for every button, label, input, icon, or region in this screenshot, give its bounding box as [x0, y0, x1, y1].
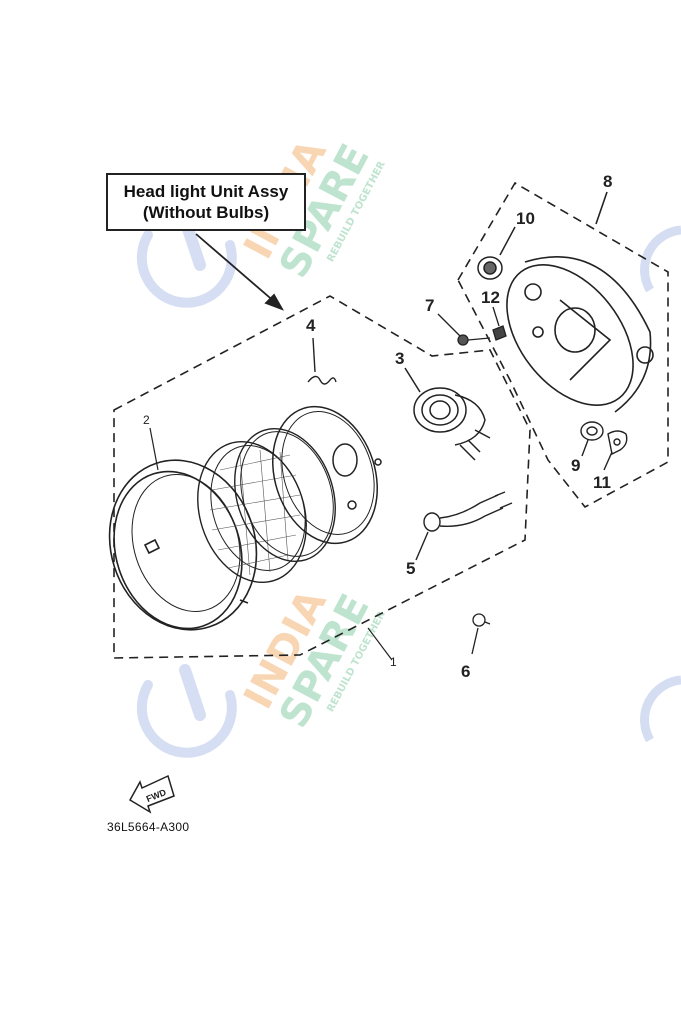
part-5-pilot-socket	[415, 491, 513, 561]
part-number-10: 10	[516, 209, 535, 228]
part-9-cushion	[580, 421, 604, 457]
part-7-bolt	[437, 313, 491, 346]
part-10-grommet	[477, 226, 516, 280]
assembly-boundary-housing	[457, 181, 669, 509]
part-number-8: 8	[603, 172, 613, 191]
watermark-edge-mark	[640, 225, 681, 743]
part-1-leader	[367, 627, 393, 661]
part-number-1: 1	[390, 655, 397, 669]
part-11-bracket	[603, 430, 628, 471]
part-number-11: 11	[593, 473, 611, 492]
part-4-retaining-spring	[307, 337, 337, 385]
part-number-5: 5	[406, 559, 416, 578]
part-number-9: 9	[571, 456, 581, 475]
watermark-logo: INDIA SPARE REBUILD TOGETHER	[136, 582, 388, 758]
part-number-6: 6	[461, 662, 471, 681]
assembly-boundary-main	[113, 295, 531, 659]
part-8-headlight-housing	[506, 191, 654, 413]
part-number-12: 12	[481, 288, 500, 307]
part-6-screw	[471, 613, 491, 655]
part-2-leader	[149, 427, 159, 471]
callout-line-1: Head light Unit Assy	[123, 182, 289, 201]
headlight-unit-callout: Head light Unit Assy (Without Bulbs)	[106, 173, 306, 231]
fwd-direction-arrow: FWD	[128, 774, 175, 814]
part-gasket-ring	[234, 427, 336, 563]
callout-line-2: (Without Bulbs)	[142, 203, 270, 222]
part-number-2: 2	[143, 413, 150, 427]
part-reflector	[272, 405, 382, 545]
part-number-7: 7	[425, 296, 435, 315]
part-number-4: 4	[306, 316, 316, 335]
callout-arrow	[195, 233, 285, 311]
part-number-3: 3	[395, 349, 405, 368]
part-12-collar	[492, 306, 507, 341]
part-2-headlight-rim	[108, 459, 258, 631]
part-3-bulb-socket	[404, 367, 491, 461]
part-headlight-lens	[197, 440, 307, 584]
drawing-code: 36L5664-A300	[107, 820, 190, 834]
